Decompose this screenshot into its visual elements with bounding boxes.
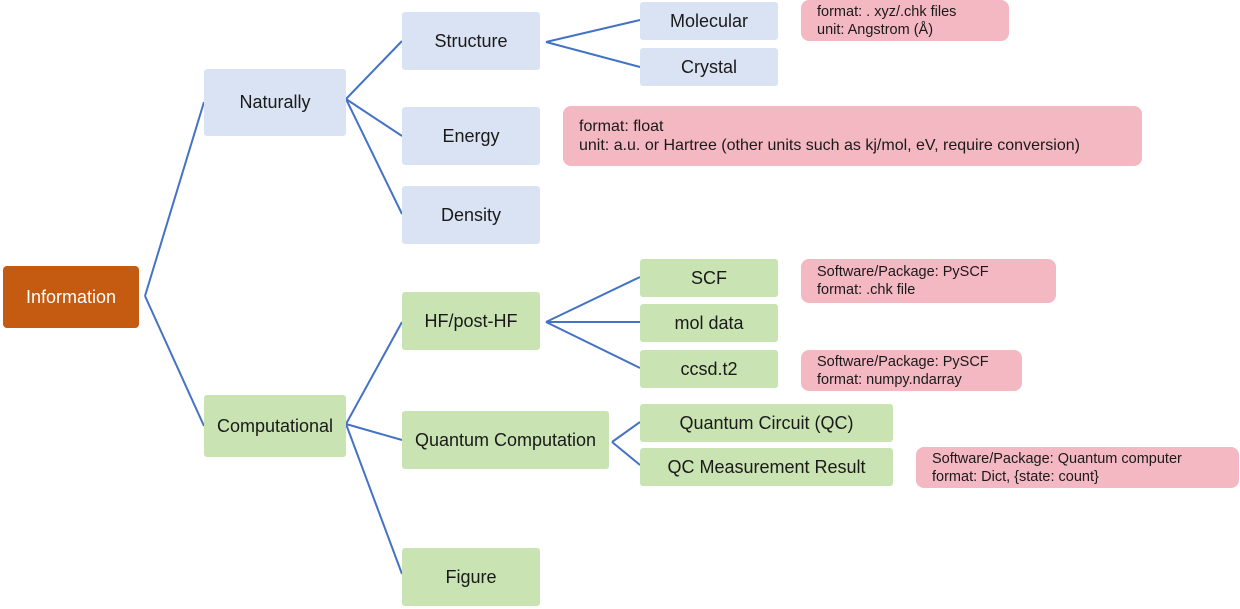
connector-naturally-structure xyxy=(345,40,403,100)
note-energy-line-2: unit: a.u. or Hartree (other units such … xyxy=(579,137,1080,154)
note-qc-measurement-result-line-1: Software/Package: Quantum computer xyxy=(932,450,1182,467)
connector-structure-molecular xyxy=(545,19,641,43)
node-structure: Structure xyxy=(402,12,540,70)
node-ccsd-t2-label: ccsd.t2 xyxy=(680,358,738,379)
node-hf-post-hf-label: HF/post-HF xyxy=(424,310,518,331)
note-ccsd-t2-line-1: Software/Package: PySCF xyxy=(817,353,989,370)
node-energy: Energy xyxy=(402,107,540,165)
connector-naturally-density xyxy=(345,98,403,215)
node-figure: Figure xyxy=(402,548,540,606)
node-crystal-label: Crystal xyxy=(680,56,737,77)
node-mol-data-label: mol data xyxy=(674,312,744,333)
node-structure-label: Structure xyxy=(434,30,508,51)
node-density-label: Density xyxy=(440,204,502,225)
connector-structure-crystal xyxy=(545,41,641,68)
connector-hf-ccsd xyxy=(545,321,641,369)
note-molecular: format: . xyz/.chk files unit: Angstrom … xyxy=(801,0,1009,41)
node-information-label: Information xyxy=(25,286,117,307)
node-hf-post-hf: HF/post-HF xyxy=(402,292,540,350)
note-molecular-line-1: format: . xyz/.chk files xyxy=(817,3,957,20)
node-quantum-circuit-label: Quantum Circuit (QC) xyxy=(679,412,854,433)
node-information: Information xyxy=(3,266,139,328)
note-scf-line-2: format: .chk file xyxy=(817,282,916,298)
note-energy-line-1: format: float xyxy=(579,118,664,135)
node-quantum-computation: Quantum Computation xyxy=(402,411,609,469)
node-scf: SCF xyxy=(640,259,778,297)
node-crystal: Crystal xyxy=(640,48,778,86)
note-scf-line-1: Software/Package: PySCF xyxy=(817,264,989,280)
node-qc-measurement-result: QC Measurement Result xyxy=(640,448,893,486)
note-energy: format: float unit: a.u. or Hartree (oth… xyxy=(563,106,1142,166)
note-qc-measurement-result-line-2: format: Dict, {state: count} xyxy=(932,468,1099,485)
connector-naturally-energy xyxy=(345,98,403,137)
note-ccsd-t2: Software/Package: PySCF format: numpy.nd… xyxy=(801,350,1022,391)
node-scf-label: SCF xyxy=(691,267,727,288)
connector-hf-scf xyxy=(545,276,641,323)
node-computational-label: Computational xyxy=(216,415,334,436)
node-computational: Computational xyxy=(204,395,346,457)
note-ccsd-t2-line-2: format: numpy.ndarray xyxy=(817,371,962,388)
note-molecular-line-2: unit: Angstrom (Å) xyxy=(817,21,934,38)
connector-computational-figure xyxy=(345,423,403,575)
connector-information-naturally xyxy=(144,101,205,297)
node-energy-label: Energy xyxy=(442,125,500,146)
node-qc-measurement-result-label: QC Measurement Result xyxy=(667,456,866,477)
connector-computational-quantum-computation xyxy=(345,423,403,441)
note-qc-measurement-result: Software/Package: Quantum computer forma… xyxy=(916,447,1239,488)
node-mol-data: mol data xyxy=(640,304,778,342)
node-molecular: Molecular xyxy=(640,2,778,40)
connector-quantum-computation-qc xyxy=(611,421,641,443)
node-ccsd-t2: ccsd.t2 xyxy=(640,350,778,388)
connector-quantum-computation-measurement xyxy=(611,441,641,466)
node-density: Density xyxy=(402,186,540,244)
node-quantum-computation-label: Quantum Computation xyxy=(414,429,597,450)
node-molecular-label: Molecular xyxy=(669,10,749,31)
connector-information-computational xyxy=(144,295,205,427)
node-naturally: Naturally xyxy=(204,69,346,136)
node-naturally-label: Naturally xyxy=(239,92,311,112)
note-scf: Software/Package: PySCF format: .chk fil… xyxy=(801,259,1056,303)
node-quantum-circuit: Quantum Circuit (QC) xyxy=(640,404,893,442)
node-figure-label: Figure xyxy=(445,566,497,587)
connector-computational-hf xyxy=(345,321,403,425)
